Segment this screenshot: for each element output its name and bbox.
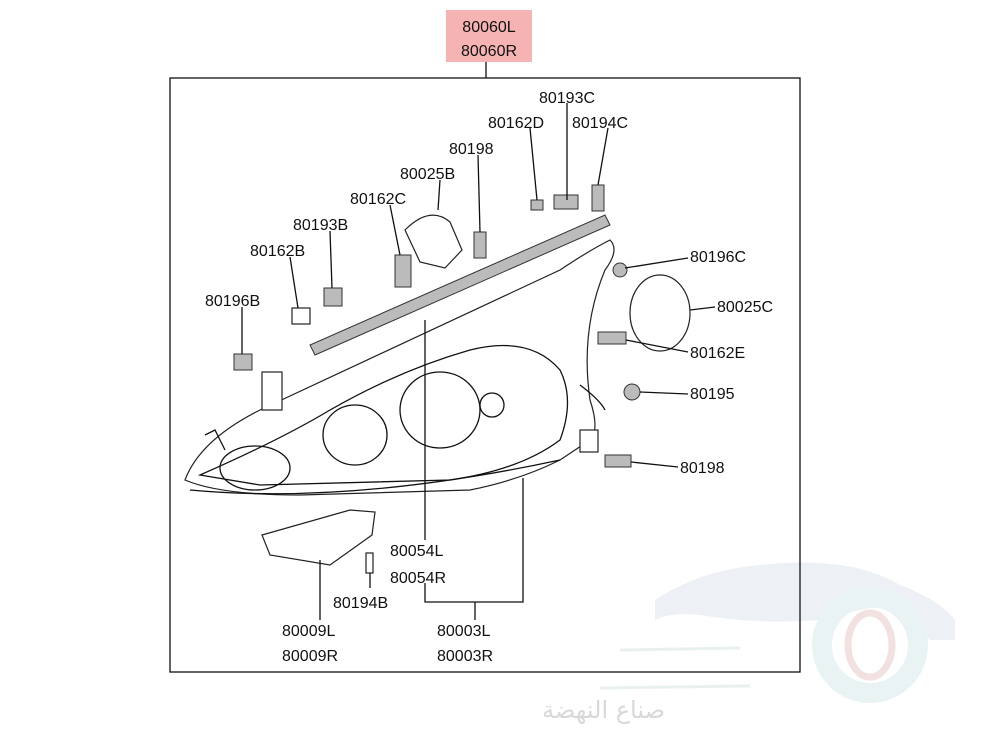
part-label: 80054R [390,570,446,587]
assembly-label-left: 80060L [462,19,515,36]
watermark-logo [599,562,955,703]
part-label: 80193C [539,90,595,107]
assembly-label-right: 80060R [461,43,517,60]
clip-80196B [233,353,253,371]
part-label: 80162D [488,115,544,132]
part-label: 80162B [250,243,305,260]
bolt-80194C [591,184,605,212]
bolt-80198 [473,231,487,259]
part-label: 80003L [437,623,490,640]
part-label: 80162E [690,345,745,362]
socket-80193C [553,194,579,210]
bolt-80198-lower [604,454,632,468]
part-label: 80054L [390,543,443,560]
part-label: 80162C [350,191,406,208]
part-label: 80198 [449,141,494,158]
part-label: 80195 [690,386,735,403]
part-label: 80003R [437,648,493,665]
cap-80025B [404,214,463,269]
part-label: 80194B [333,595,388,612]
nut-80195 [623,383,641,401]
bulb-80162D [530,199,544,211]
clip-80196C [612,262,628,278]
part-label: 80193B [293,217,348,234]
bulb-80162E [597,331,627,345]
leader-lines [241,103,716,620]
cap-80025C [629,274,691,352]
part-label: 80196C [690,249,746,266]
part-label: 80194C [572,115,628,132]
part-label: 80025C [717,299,773,316]
bulb-80162B [291,307,311,325]
part-label: 80025B [400,166,455,183]
part-label: 80198 [680,460,725,477]
part-label: 80009R [282,648,338,665]
bracket-80009 [261,509,376,566]
diagram-frame [169,77,801,673]
part-label: 80196B [205,293,260,310]
part-label: 80009L [282,623,335,640]
socket-80193B [323,287,343,307]
watermark-text: صناع النهضة [542,696,665,724]
bulb-80162C [394,254,412,288]
screw-80194B [365,552,374,574]
headlamp-housing [184,214,615,496]
assembly-highlight [446,10,532,62]
